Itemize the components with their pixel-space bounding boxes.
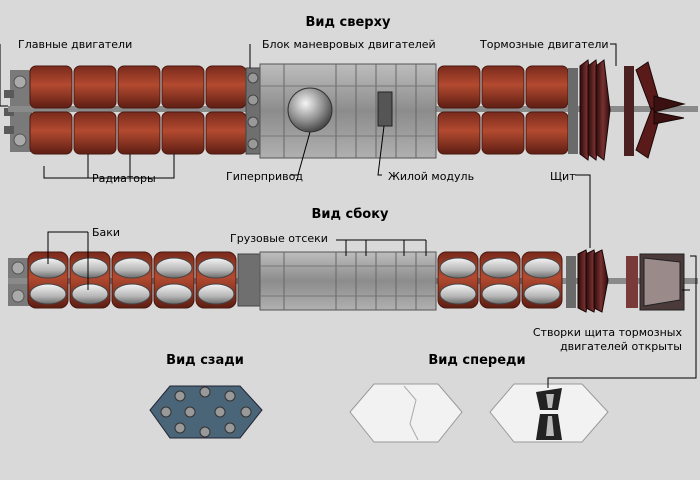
brake-engines-top bbox=[568, 59, 686, 161]
tanks-label: Баки bbox=[92, 226, 120, 239]
shield-flaps-label-line2: двигателей открыты bbox=[560, 340, 682, 353]
front-view-title: Вид спереди bbox=[428, 353, 525, 368]
rear-view-title: Вид сзади bbox=[166, 353, 244, 368]
hyperdrive-sphere bbox=[287, 87, 333, 133]
habitat-module-label: Жилой модуль bbox=[388, 170, 474, 183]
leader-lines bbox=[0, 43, 697, 388]
main-engines-label: Главные двигатели bbox=[18, 38, 132, 51]
maneuver-block-label: Блок маневровых двигателей bbox=[262, 38, 436, 51]
front-view-closed bbox=[349, 383, 463, 443]
brake-engines-label: Тормозные двигатели bbox=[479, 38, 609, 51]
maneuver-block-side bbox=[237, 253, 261, 307]
cargo-bays-label: Грузовые отсеки bbox=[230, 232, 328, 245]
brake-engines-side bbox=[566, 249, 685, 313]
rear-view bbox=[149, 385, 263, 439]
top-view-title: Вид сверху bbox=[306, 15, 391, 30]
top-view bbox=[4, 59, 698, 161]
maneuver-block-top bbox=[245, 67, 261, 155]
radiators-side-right bbox=[437, 251, 563, 309]
hull-modules-top bbox=[259, 63, 437, 159]
radiators-top-right bbox=[437, 65, 569, 155]
front-view-open bbox=[489, 383, 609, 443]
cargo-bays-side bbox=[259, 251, 437, 311]
shield-label: Щит bbox=[550, 170, 576, 183]
habitat-module-shape bbox=[377, 91, 393, 127]
side-view bbox=[8, 249, 698, 313]
hyperdrive-label: Гиперпривод bbox=[226, 170, 303, 183]
radiators-label: Радиаторы bbox=[92, 172, 156, 185]
shield-flaps-label-line1: Створки щита тормозных bbox=[533, 326, 683, 339]
tanks-radiators-side bbox=[27, 251, 237, 309]
side-view-title: Вид сбоку bbox=[311, 207, 389, 222]
radiators-top-left bbox=[29, 65, 247, 155]
